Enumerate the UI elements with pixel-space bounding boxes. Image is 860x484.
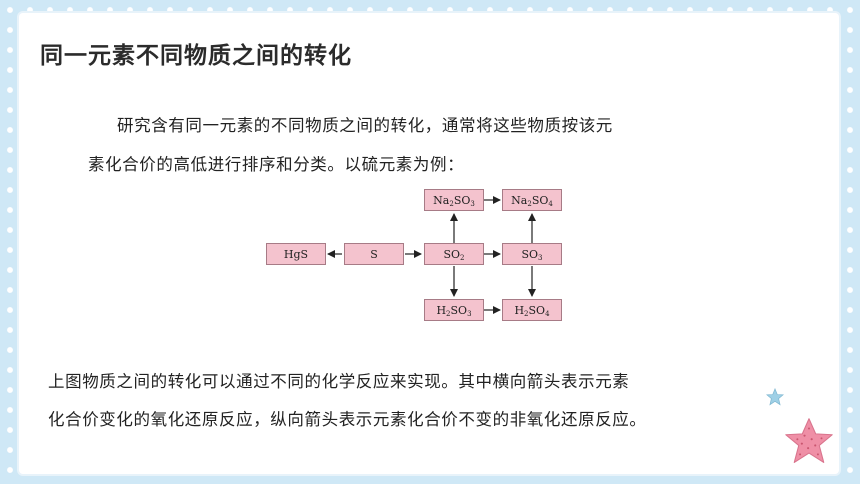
- description-line-2: 化合价变化的氧化还原反应，纵向箭头表示元素化合价不变的非氧化还原反应。: [48, 410, 647, 429]
- big-star-icon: [785, 418, 833, 463]
- intro-line-2: 素化合价的高低进行排序和分类。以硫元素为例：: [88, 155, 465, 174]
- node-s: S: [344, 243, 404, 265]
- node-na2so3-formula: Na2SO3: [433, 193, 475, 208]
- page-title: 同一元素不同物质之间的转化: [40, 43, 352, 69]
- node-na2so4-formula: Na2SO4: [511, 193, 553, 208]
- diagram-arrows: [327, 196, 536, 314]
- node-s-label: S: [370, 247, 378, 261]
- node-h2so4-formula: H2SO4: [514, 303, 550, 318]
- node-so3: SO3: [502, 243, 562, 265]
- node-so2: SO2: [424, 243, 484, 265]
- node-h2so3: H2SO3: [424, 299, 484, 321]
- node-so3-formula: SO3: [521, 247, 543, 262]
- node-na2so4: Na2SO4: [502, 189, 562, 211]
- node-h2so4: H2SO4: [502, 299, 562, 321]
- node-hgs-label: HgS: [283, 247, 309, 261]
- node-na2so3: Na2SO3: [424, 189, 484, 211]
- sulfur-conversion-diagram: HgS S SO2 SO3 Na2SO3 Na2SO4 H2SO3 H2SO4: [257, 182, 587, 328]
- description-line-1: 上图物质之间的转化可以通过不同的化学反应来实现。其中横向箭头表示元素: [48, 372, 630, 391]
- node-hgs: HgS: [266, 243, 326, 265]
- node-so2-formula: SO2: [443, 247, 465, 262]
- small-star-icon: [766, 388, 784, 406]
- node-h2so3-formula: H2SO3: [436, 303, 472, 318]
- intro-line-1: 研究含有同一元素的不同物质之间的转化，通常将这些物质按该元: [117, 116, 613, 135]
